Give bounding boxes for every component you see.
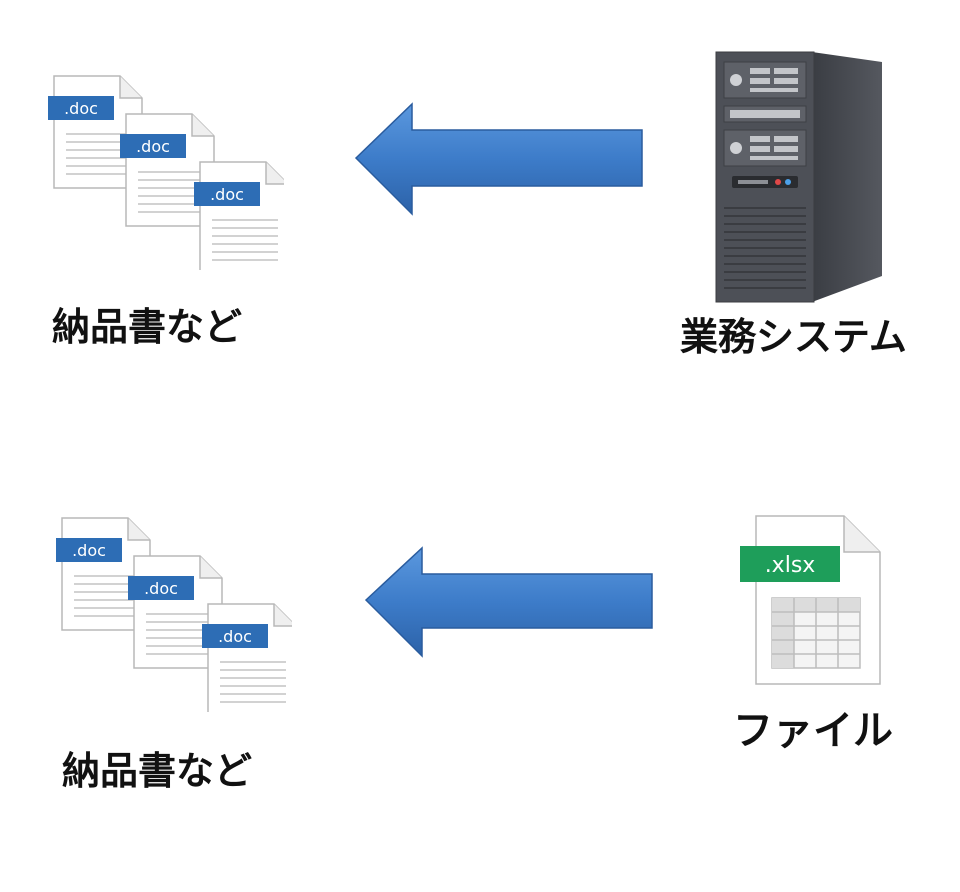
document-icon: .doc xyxy=(194,161,284,270)
server-tower-icon xyxy=(715,51,882,303)
doc-extension-label: .doc xyxy=(64,99,98,118)
spreadsheet-grid xyxy=(771,597,861,669)
documents-caption: 納品書など xyxy=(62,749,253,793)
doc-extension-label: .doc xyxy=(144,579,178,598)
doc-extension-label: .doc xyxy=(72,541,106,560)
document-icon: .doc xyxy=(48,75,143,189)
left-arrow-icon xyxy=(364,546,653,658)
document-icon: .doc xyxy=(202,603,292,712)
document-stack-1: .doc .doc .doc xyxy=(48,75,284,270)
file-caption: ファイル xyxy=(733,708,893,754)
document-icon: .doc xyxy=(120,113,215,227)
document-icon: .doc xyxy=(128,555,223,669)
doc-extension-label: .doc xyxy=(136,137,170,156)
document-icon: .doc xyxy=(56,517,151,631)
documents-caption: 納品書など xyxy=(52,305,243,349)
document-stack-2: .doc .doc .doc xyxy=(56,517,292,712)
left-arrow-icon xyxy=(354,102,643,216)
business-system-caption: 業務システム xyxy=(680,315,907,359)
spreadsheet-file-icon: .xlsx xyxy=(740,515,881,685)
doc-extension-label: .doc xyxy=(218,627,252,646)
xlsx-extension-label: .xlsx xyxy=(765,553,816,578)
doc-extension-label: .doc xyxy=(210,185,244,204)
